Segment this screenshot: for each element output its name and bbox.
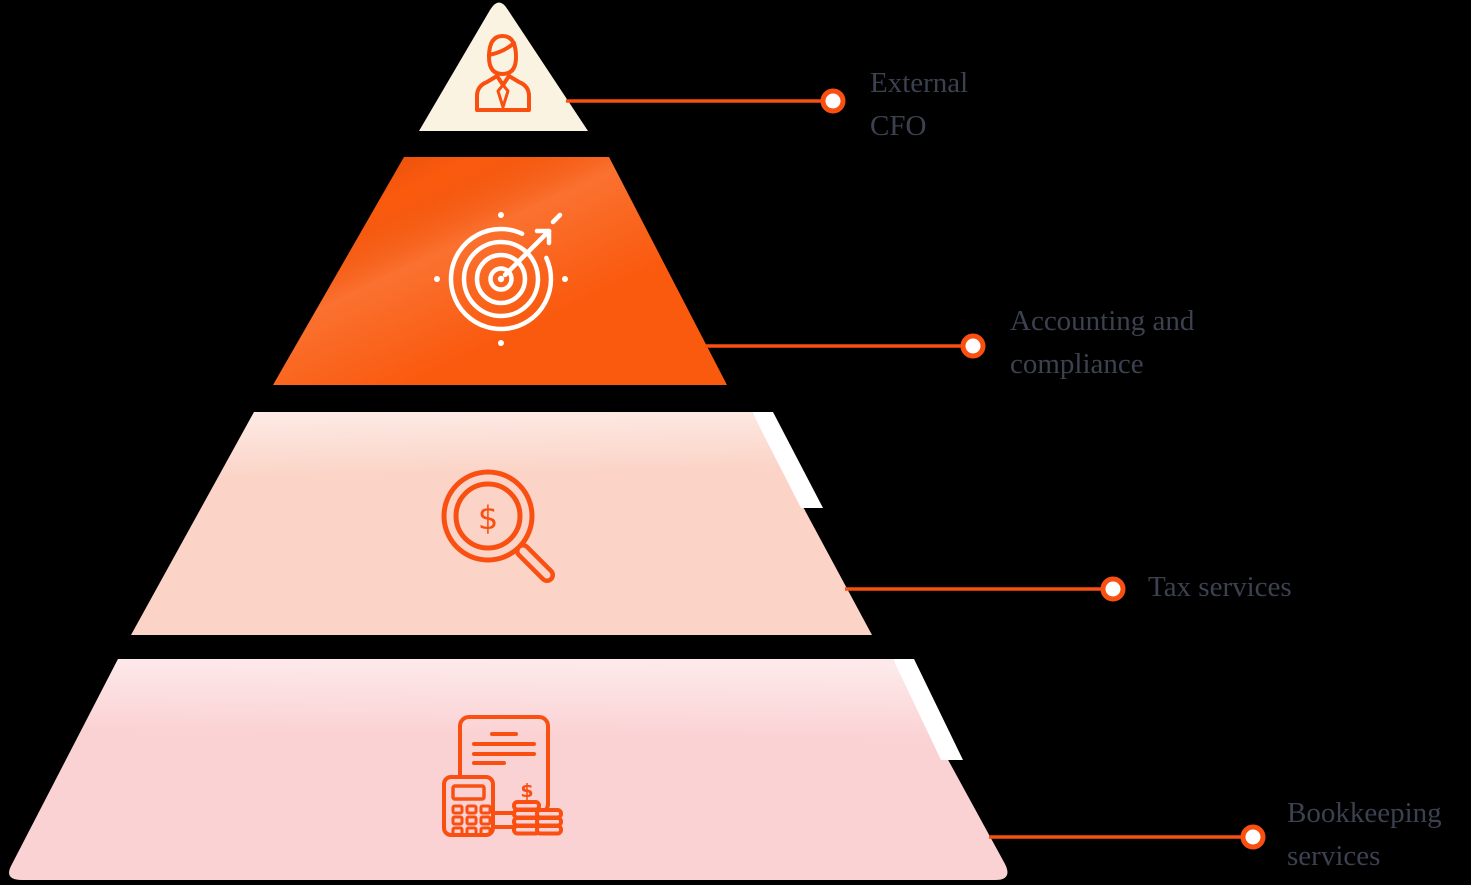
label-accounting-compliance: Accounting and compliance (1010, 300, 1194, 386)
tier1-shape (419, 2, 588, 131)
tier3-fold-highlight (752, 412, 823, 508)
label-external-cfo-line2: CFO (870, 110, 927, 142)
ring-marker-tax (1100, 576, 1126, 602)
ring-marker-accounting (960, 333, 986, 359)
label-bookkeeping-services: Bookkeeping services (1287, 792, 1442, 878)
tier3-top-sheen (131, 412, 872, 635)
label-bookkeeping-line2: services (1287, 840, 1381, 872)
label-bookkeeping-line1: Bookkeeping (1287, 797, 1442, 829)
label-tax-line1: Tax services (1148, 571, 1292, 603)
magnifier-dollar-icon: $ (441, 469, 555, 583)
tier4-fold-highlight (893, 659, 963, 760)
leader-lines (566, 88, 1266, 850)
person-icon (475, 34, 531, 112)
tier-external-cfo (419, 2, 588, 131)
tier-accounting-compliance (273, 157, 727, 385)
ring-marker-bookkeeping (1240, 824, 1266, 850)
calculator-document-icon: $ (442, 715, 563, 837)
label-external-cfo-line1: External (870, 67, 969, 99)
label-accounting-line2: compliance (1010, 348, 1144, 380)
label-tax-services: Tax services (1148, 566, 1292, 609)
tier2-fold-sheen (273, 157, 727, 385)
tier-bookkeeping-services: $ (9, 659, 1008, 880)
label-external-cfo: External CFO (870, 62, 968, 148)
tier-tax-services: $ (131, 412, 872, 635)
magnifier-dollar-glyph: $ (478, 499, 498, 537)
tier4-top-sheen (9, 659, 1008, 880)
target-arrow-icon (434, 212, 568, 346)
coins-dollar-glyph: $ (520, 780, 533, 802)
label-accounting-line1: Accounting and (1010, 305, 1195, 337)
ring-marker-external-cfo (820, 88, 846, 114)
